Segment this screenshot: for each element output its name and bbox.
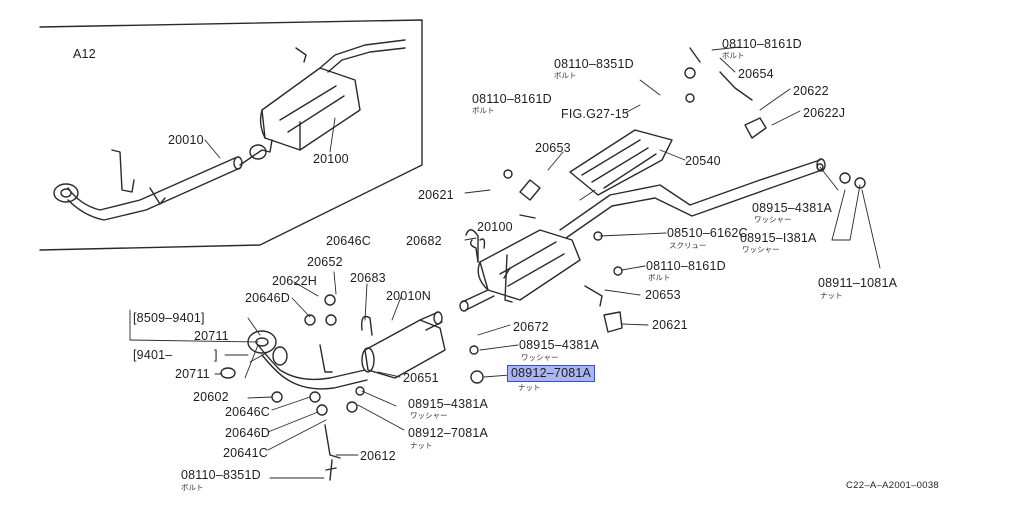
label-20612: 20612 (360, 449, 396, 463)
inset-title: A12 (73, 47, 96, 61)
label-washer-4381-mid-sub: ワッシャー (521, 353, 559, 362)
label-20654: 20654 (738, 67, 774, 81)
inset-muffler (239, 39, 406, 166)
diagram-code: C22–A–A2001–0038 (846, 480, 940, 491)
label-bolt-8161-mid: 08110–8161D (472, 92, 552, 106)
label-washer-4381-low: 08915–4381A (408, 397, 489, 411)
hardware (220, 47, 866, 481)
label-20622H: 20622H (272, 274, 317, 288)
label-nut-1081-sub: ナット (820, 291, 843, 300)
label-20653-low: 20653 (645, 288, 681, 302)
label-nut-7081-low-sub: ナット (410, 441, 433, 450)
label-washer-1381: 08915–I381A (740, 231, 817, 245)
label-bolt-8351-top-sub: ボルト (554, 71, 577, 80)
label-20652: 20652 (307, 255, 343, 269)
label-washer-4381-low-sub: ワッシャー (410, 411, 448, 420)
label-20622J: 20622J (803, 106, 846, 120)
front-pipe-assembly (247, 311, 446, 390)
label-20621-low: 20621 (652, 318, 688, 332)
label-20711-a: 20711 (194, 329, 229, 343)
label-bolt-8351-top: 08110–8351D (554, 57, 634, 71)
label-bolt-8351-low: 08110–8351D (181, 468, 261, 482)
label-20646C-low: 20646C (225, 405, 270, 419)
label-20602: 20602 (193, 390, 229, 404)
label-20622: 20622 (793, 84, 829, 98)
label-20100: 20100 (477, 220, 513, 234)
label-20646D-low: 20646D (225, 426, 270, 440)
main-muffler (459, 229, 581, 312)
label-nut-7081-highlighted[interactable]: 08912–7081A (506, 365, 596, 382)
label-nut-1081: 08911–1081A (818, 276, 898, 290)
label-screw-6162-sub: スクリュー (669, 241, 707, 250)
label-20653-top: 20653 (535, 141, 571, 155)
leader-lines (129, 46, 881, 479)
inset-frame (39, 19, 423, 251)
label-bolt-8161-mid-sub: ボルト (472, 106, 495, 115)
label-20621-top: 20621 (418, 188, 454, 202)
label-washer-4381-right: 08915–4381A (752, 201, 833, 215)
label-washer-4381-right-sub: ワッシャー (754, 215, 792, 224)
label-inset-20100: 20100 (313, 152, 349, 166)
label-20540: 20540 (685, 154, 721, 168)
label-bolt-8161-right-sub: ボルト (648, 273, 671, 282)
label-inset-20010: 20010 (168, 133, 204, 147)
label-20646C-top: 20646C (326, 234, 371, 248)
label-20651: 20651 (403, 371, 439, 385)
label-bolt-8351-low-sub: ボルト (181, 483, 204, 492)
label-20646D-top: 20646D (245, 291, 290, 305)
label-nut-7081-highlighted-sub: ナット (518, 383, 541, 392)
label-20683: 20683 (350, 271, 386, 285)
label-nut-7081-low: 08912–7081A (408, 426, 489, 440)
label-washer-4381-mid: 08915–4381A (519, 338, 600, 352)
label-range-8509-9401: [8509–9401] (133, 311, 205, 325)
label-20010N: 20010N (386, 289, 431, 303)
label-20682: 20682 (406, 234, 442, 248)
inset-front-pipe (53, 149, 243, 221)
label-range-9401-close: ] (214, 348, 218, 362)
label-20711-b: 20711 (175, 367, 210, 381)
label-fig-ref: FIG.G27-15 (561, 107, 629, 121)
label-bolt-8161-right: 08110–8161D (646, 259, 726, 273)
label-range-9401: [9401– (133, 348, 173, 362)
label-20641C: 20641C (223, 446, 268, 460)
label-20672: 20672 (513, 320, 549, 334)
label-washer-1381-sub: ワッシャー (742, 245, 780, 254)
label-screw-6162: 08510–6162C (667, 226, 748, 240)
tail-pipe (559, 158, 826, 239)
label-bolt-8161-top: 08110–8161D (722, 37, 802, 51)
label-bolt-8161-top-sub: ボルト (722, 51, 745, 60)
